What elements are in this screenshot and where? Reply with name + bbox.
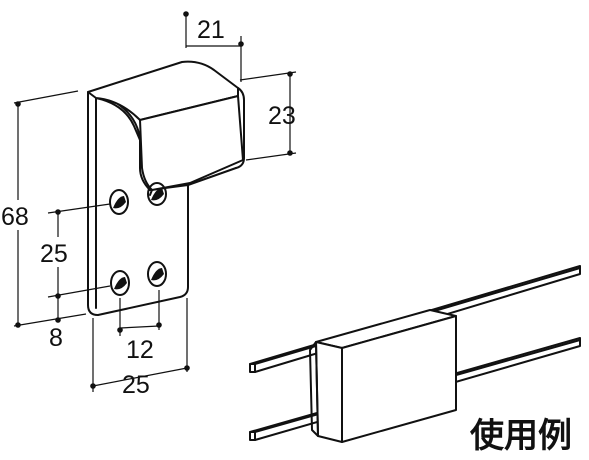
dimension-bracket-top-height: 23 [239, 71, 297, 161]
dimension-bottom-offset: 8 [49, 296, 63, 352]
screw-hole-lower-left [110, 270, 130, 296]
screw-hole-upper-right [147, 182, 167, 206]
dimension-top-depth: 21 [183, 11, 244, 82]
dimension-label-top-depth: 21 [197, 16, 225, 44]
dimension-label-bottom-offset: 8 [49, 324, 63, 352]
usage-example-caption: 使用例 [469, 416, 572, 456]
screw-hole-upper-left [109, 189, 129, 215]
dimension-hole-vertical-pitch: 25 [38, 203, 111, 299]
usage-example-illustration [249, 265, 581, 443]
dimension-hole-horizontal-pitch: 12 [117, 290, 162, 364]
dimension-label-plate-width: 25 [122, 371, 150, 399]
dimension-label-hole-vertical-pitch: 25 [40, 240, 68, 268]
dimension-total-height: 68 [0, 90, 87, 328]
bracket-part [87, 60, 245, 316]
dimension-label-total-height: 68 [1, 203, 29, 231]
screw-hole-lower-right [147, 261, 167, 287]
mounted-bracket [309, 309, 457, 443]
dimension-label-hole-horizontal-pitch: 12 [126, 336, 154, 364]
dimension-plate-width: 25 [90, 298, 190, 399]
dimension-label-bracket-top-height: 23 [268, 102, 296, 130]
